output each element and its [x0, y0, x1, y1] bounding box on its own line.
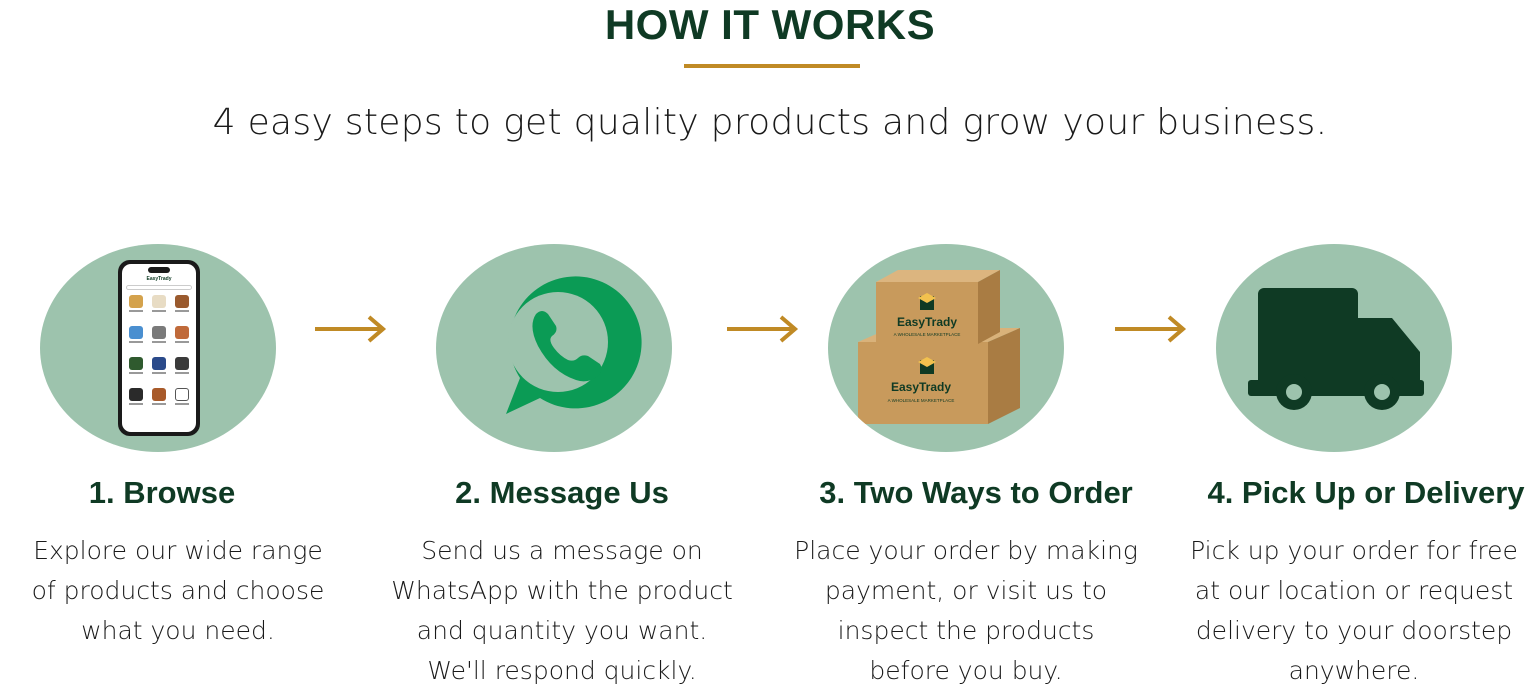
- truck-icon: [1248, 288, 1424, 410]
- arrow-right-icon: [315, 315, 387, 343]
- boxes-icon: EasyTrady A WHOLESALE MARKETPLACE EasyTr…: [858, 270, 1020, 424]
- step-2-circle: [436, 244, 672, 452]
- step-3-circle: EasyTrady A WHOLESALE MARKETPLACE EasyTr…: [828, 244, 1064, 452]
- step-1-description: Explore our wide range of products and c…: [31, 536, 325, 645]
- phone-search-bar: [126, 285, 192, 290]
- section-title: HOW IT WORKS: [604, 1, 936, 48]
- step-2-title: 2. Message Us: [455, 475, 669, 510]
- arrow-right-icon: [727, 315, 799, 343]
- box-tagline-top: A WHOLESALE MARKETPLACE: [894, 332, 961, 337]
- phone-category-grid: [127, 295, 191, 410]
- step-2-description: Send us a message on WhatsApp with the p…: [391, 536, 733, 685]
- box-brand-bottom: EasyTrady: [891, 380, 951, 394]
- phone-app-icon: EasyTrady: [118, 260, 200, 436]
- whatsapp-icon: [506, 276, 642, 414]
- box-brand-top: EasyTrady: [897, 315, 957, 329]
- step-1-circle: EasyTrady: [40, 244, 276, 452]
- step-4-title: 4. Pick Up or Delivery: [1207, 475, 1525, 510]
- step-1-title: 1. Browse: [88, 475, 236, 510]
- section-subtitle: 4 easy steps to get quality products and…: [212, 102, 1328, 143]
- box-tagline-bottom: A WHOLESALE MARKETPLACE: [888, 398, 955, 403]
- step-3-title: 3. Two Ways to Order: [819, 475, 1133, 510]
- step-4-circle: [1216, 244, 1452, 452]
- title-underline: [684, 64, 860, 68]
- phone-brand: EasyTrady: [146, 276, 172, 282]
- arrow-right-icon: [1115, 315, 1187, 343]
- step-4-description: Pick up your order for free at our locat…: [1190, 536, 1518, 685]
- step-3-description: Place your order by making payment, or v…: [794, 536, 1138, 685]
